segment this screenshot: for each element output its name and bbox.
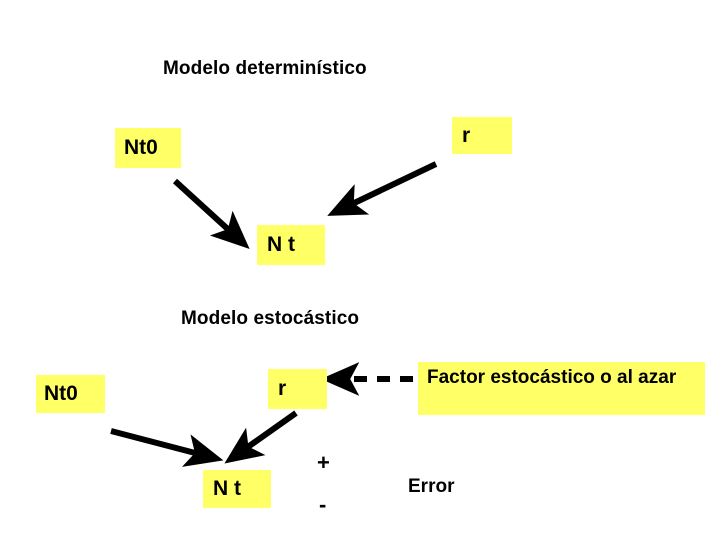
minus-sign: - [319,492,327,517]
node-nt-deterministic-label: N t [267,233,295,256]
error-label: Error [408,476,455,497]
node-nt0-deterministic: Nt0 [115,128,181,168]
arrow-nt0-to-nt-deterministic [172,178,250,249]
arrow-r-to-nt-deterministic [327,161,438,216]
node-stochastic-factor: Factor estocástico o al azar [418,362,705,415]
node-nt0-stochastic-label: Nt0 [44,382,78,405]
node-nt0-deterministic-label: Nt0 [124,136,158,159]
deterministic-section-title: Modelo determinístico [163,58,367,79]
node-nt-deterministic: N t [257,225,325,265]
plus-sign: + [317,450,330,475]
node-nt0-stochastic: Nt0 [36,375,105,413]
node-r-stochastic: r [268,369,327,409]
arrow-r-to-nt-stochastic [224,410,298,464]
node-stochastic-factor-label: Factor estocástico o al azar [427,367,677,388]
node-r-stochastic-label: r [278,377,287,400]
node-r-deterministic: r [452,117,512,154]
node-nt-stochastic: N t [203,470,271,508]
node-r-deterministic-label: r [462,123,471,147]
arrow-nt0-to-nt-stochastic [110,428,224,467]
node-nt-stochastic-label: N t [213,477,241,500]
stochastic-section-title: Modelo estocástico [181,308,360,329]
